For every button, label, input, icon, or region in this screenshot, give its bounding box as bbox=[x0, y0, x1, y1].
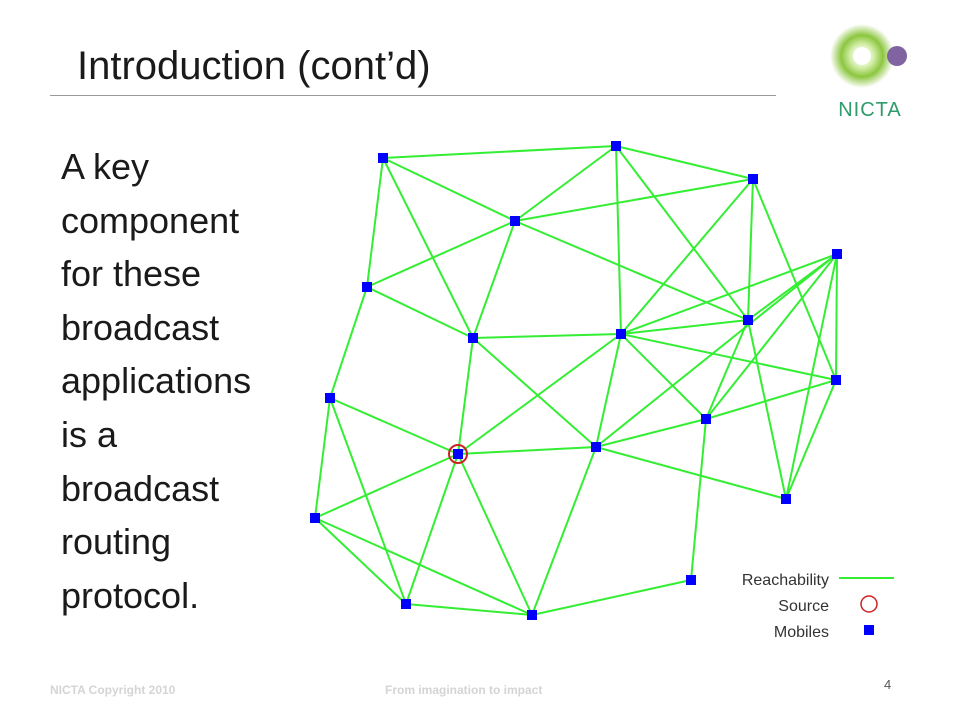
mobile-node bbox=[781, 494, 791, 504]
legend-mobile-square bbox=[864, 625, 874, 635]
reachability-edge bbox=[620, 253, 838, 335]
legend-source-label: Source bbox=[778, 598, 829, 615]
reachability-edge bbox=[595, 333, 622, 448]
reachability-edge bbox=[690, 418, 707, 581]
body-line: broadcast bbox=[61, 467, 220, 509]
reachability-edge bbox=[615, 145, 749, 321]
reachability-edge bbox=[382, 145, 617, 159]
footer-tagline: From imagination to impact bbox=[385, 683, 543, 697]
reachability-edge bbox=[405, 603, 533, 616]
reachability-edge bbox=[620, 178, 754, 335]
mobile-node bbox=[616, 329, 626, 339]
body-line: applications bbox=[61, 360, 252, 402]
mobile-node bbox=[453, 449, 463, 459]
mobile-node bbox=[686, 575, 696, 585]
reachability-edge bbox=[705, 253, 838, 420]
reachability-edge bbox=[514, 220, 749, 321]
reachability-edge bbox=[514, 178, 754, 222]
reachability-edge bbox=[615, 145, 754, 180]
reachability-edge bbox=[705, 319, 749, 420]
reachability-edge bbox=[382, 157, 516, 222]
reachability-edge bbox=[747, 319, 787, 500]
reachability-edge bbox=[514, 145, 617, 222]
reachability-edge bbox=[314, 517, 407, 605]
mobile-nodes bbox=[310, 141, 842, 620]
reachability-edge bbox=[615, 145, 622, 335]
mobile-node bbox=[401, 599, 411, 609]
mobile-node bbox=[748, 174, 758, 184]
reachability-edge bbox=[329, 397, 407, 605]
reachability-edge bbox=[366, 286, 474, 339]
body-text: A key component for these broadcast appl… bbox=[61, 140, 301, 622]
reachability-edge bbox=[405, 453, 459, 605]
reachability-edge bbox=[705, 379, 837, 420]
body-line: broadcast bbox=[61, 306, 220, 348]
reachability-edge bbox=[595, 446, 787, 500]
legend-mobiles-label: Mobiles bbox=[774, 624, 829, 641]
reachability-edge bbox=[531, 579, 692, 616]
reachability-edge bbox=[752, 178, 837, 381]
reachability-edges bbox=[314, 145, 838, 616]
logo-text: NICTA bbox=[838, 99, 902, 121]
mobile-node bbox=[591, 442, 601, 452]
source-marker bbox=[448, 444, 468, 464]
reachability-edge bbox=[457, 337, 474, 455]
reachability-edge bbox=[620, 333, 837, 381]
footer-copyright: NICTA Copyright 2010 bbox=[50, 683, 176, 697]
body-line: is a bbox=[61, 413, 118, 455]
page-number: 4 bbox=[884, 677, 892, 692]
mobile-node bbox=[831, 375, 841, 385]
reachability-edge bbox=[531, 446, 597, 616]
mobile-node bbox=[527, 610, 537, 620]
reachability-edge bbox=[457, 446, 597, 455]
logo-white-dot bbox=[853, 47, 871, 65]
reachability-edge bbox=[472, 333, 622, 339]
reachability-edge bbox=[747, 178, 754, 321]
reachability-edge bbox=[329, 397, 459, 455]
reachability-edge bbox=[472, 220, 516, 339]
reachability-edge bbox=[595, 253, 838, 448]
reachability-edge bbox=[314, 453, 459, 519]
body-line: component bbox=[61, 199, 240, 241]
mobile-node bbox=[701, 414, 711, 424]
reachability-edge bbox=[314, 517, 533, 616]
logo-purple-dot bbox=[887, 46, 907, 66]
mobile-node bbox=[611, 141, 621, 151]
reachability-edge bbox=[835, 253, 838, 381]
reachability-edge bbox=[366, 157, 384, 288]
mobile-node bbox=[510, 216, 520, 226]
reachability-edge bbox=[366, 220, 516, 288]
mobile-node bbox=[362, 282, 372, 292]
mobile-node bbox=[832, 249, 842, 259]
reachability-edge bbox=[457, 333, 622, 455]
mobile-node bbox=[310, 513, 320, 523]
legend-source-circle bbox=[860, 595, 878, 613]
slide-title: Introduction (cont’d) bbox=[77, 44, 431, 88]
nicta-logo: NICTA bbox=[830, 24, 907, 121]
body-line: protocol. bbox=[61, 574, 200, 616]
body-line: A key bbox=[61, 146, 150, 187]
reachability-edge bbox=[457, 453, 533, 616]
reachability-edge bbox=[785, 253, 838, 500]
mobile-node bbox=[378, 153, 388, 163]
legend-reachability-label: Reachability bbox=[742, 572, 829, 589]
mobile-node bbox=[468, 333, 478, 343]
reachability-edge bbox=[785, 379, 837, 500]
title-divider bbox=[50, 95, 776, 96]
mobile-node bbox=[325, 393, 335, 403]
reachability-edge bbox=[314, 397, 331, 519]
reachability-edge bbox=[329, 286, 368, 399]
reachability-edge bbox=[472, 337, 597, 448]
reachability-edge bbox=[620, 333, 707, 420]
mobile-node bbox=[743, 315, 753, 325]
reachability-edge bbox=[620, 319, 749, 335]
reachability-edge bbox=[382, 157, 474, 339]
body-line: for these bbox=[61, 253, 202, 295]
reachability-edge bbox=[595, 418, 707, 448]
body-line: routing bbox=[61, 521, 172, 563]
legend: Reachability Source Mobiles bbox=[742, 572, 894, 641]
